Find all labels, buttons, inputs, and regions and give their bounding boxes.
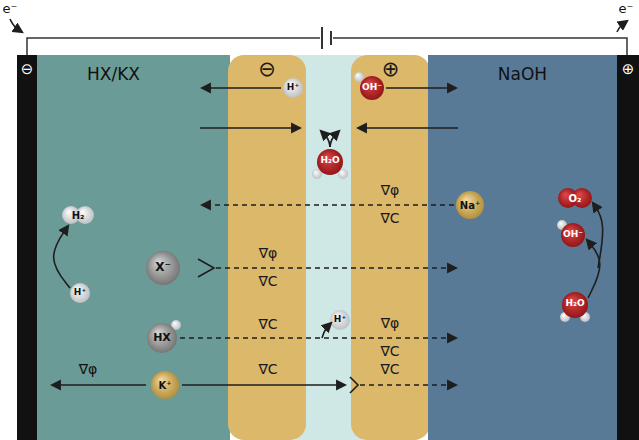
node-label: ⊖ xyxy=(228,58,306,81)
ion-label: H₂O xyxy=(320,156,339,166)
atom xyxy=(312,169,322,179)
gradient-label: ∇C xyxy=(258,317,277,332)
gradient-label: ∇φ xyxy=(381,316,400,331)
atom xyxy=(330,310,350,330)
flux-arrow xyxy=(10,19,22,32)
gradient-label: ∇C xyxy=(380,362,399,377)
node-label: ⊕ xyxy=(617,61,639,78)
ion-sphere xyxy=(147,320,181,353)
ion-sphere xyxy=(312,149,348,179)
atom xyxy=(562,292,588,318)
flux-arrow xyxy=(386,87,456,89)
flux-arrow xyxy=(587,240,600,298)
flux-arrow xyxy=(617,21,627,32)
cathode: ⊖ xyxy=(17,55,37,440)
flux-arrow xyxy=(202,87,281,89)
electron-label: e⁻ xyxy=(619,2,634,16)
flux-arrow xyxy=(330,131,339,147)
ion-sphere xyxy=(557,220,585,247)
ion-sphere xyxy=(283,78,303,98)
ion-sphere xyxy=(70,283,90,303)
node-label: ⊕ xyxy=(351,58,430,81)
ion-label: H⁺ xyxy=(74,288,86,298)
atom xyxy=(360,76,384,100)
base-compartment: NaOH xyxy=(428,55,617,440)
ion-label: K⁺ xyxy=(158,380,171,391)
flux-arrow xyxy=(54,226,70,288)
flux-arrow xyxy=(322,323,331,338)
ion-sphere xyxy=(560,292,590,322)
flux-arrow xyxy=(321,131,330,147)
atom xyxy=(561,223,585,247)
atom xyxy=(354,72,364,82)
flux-arrow xyxy=(200,127,300,129)
flux-arrow xyxy=(198,259,214,277)
atom xyxy=(70,283,90,303)
ion-label: H⁺ xyxy=(334,315,346,325)
atom xyxy=(151,371,179,399)
node-label: ⊖ xyxy=(17,61,37,78)
flux-arrow xyxy=(52,384,146,386)
node-label: NaOH xyxy=(428,65,617,84)
flux-arrow xyxy=(182,384,345,386)
gradient-label: ∇φ xyxy=(79,362,98,377)
atom xyxy=(580,312,590,322)
flux-arrow-dashed xyxy=(180,337,456,339)
ion-sphere xyxy=(151,371,179,399)
atom xyxy=(171,320,181,330)
ion-sphere xyxy=(146,251,180,285)
gradient-label: ∇C xyxy=(380,344,399,359)
ion-label: O₂ xyxy=(569,193,582,204)
flux-arrow-dashed xyxy=(202,204,454,206)
flux-arrow xyxy=(593,203,603,268)
atom xyxy=(147,323,177,353)
flux-arrow xyxy=(350,377,358,393)
gradient-label: ∇φ xyxy=(259,246,278,261)
ion-label: X⁻ xyxy=(155,261,171,274)
atom xyxy=(146,251,180,285)
electron-label: e⁻ xyxy=(3,2,18,16)
ion-label: HX xyxy=(153,332,171,344)
external-circuit xyxy=(27,27,627,55)
ion-label: H⁺ xyxy=(287,83,299,93)
flux-arrow-dashed xyxy=(360,384,456,386)
ion-label: H₂ xyxy=(72,210,85,221)
ion-label: H₂O xyxy=(565,299,584,309)
atom xyxy=(283,78,303,98)
acid-compartment: HX/KX xyxy=(37,55,230,440)
gradient-label: ∇C xyxy=(258,362,277,377)
atom xyxy=(456,191,484,219)
atom xyxy=(557,220,567,230)
ion-label: Na⁺ xyxy=(460,200,480,211)
atom xyxy=(338,169,348,179)
flux-arrow-dashed xyxy=(216,267,456,269)
ion-sphere xyxy=(330,310,350,330)
atom xyxy=(560,312,570,322)
ion-sphere xyxy=(456,191,484,219)
cation-exchange-layer: ⊕ xyxy=(351,55,430,440)
gradient-label: ∇C xyxy=(258,274,277,289)
ion-sphere xyxy=(558,188,592,208)
ion-sphere xyxy=(62,206,94,224)
ion-label: OH⁻ xyxy=(563,230,583,240)
ion-sphere xyxy=(354,72,384,100)
node-label: HX/KX xyxy=(17,65,210,84)
flux-arrow xyxy=(358,127,458,129)
gradient-label: ∇φ xyxy=(381,183,400,198)
anode: ⊕ xyxy=(617,55,639,440)
ion-label: OH⁻ xyxy=(362,83,382,93)
gradient-label: ∇C xyxy=(380,211,399,226)
atom xyxy=(317,149,343,175)
